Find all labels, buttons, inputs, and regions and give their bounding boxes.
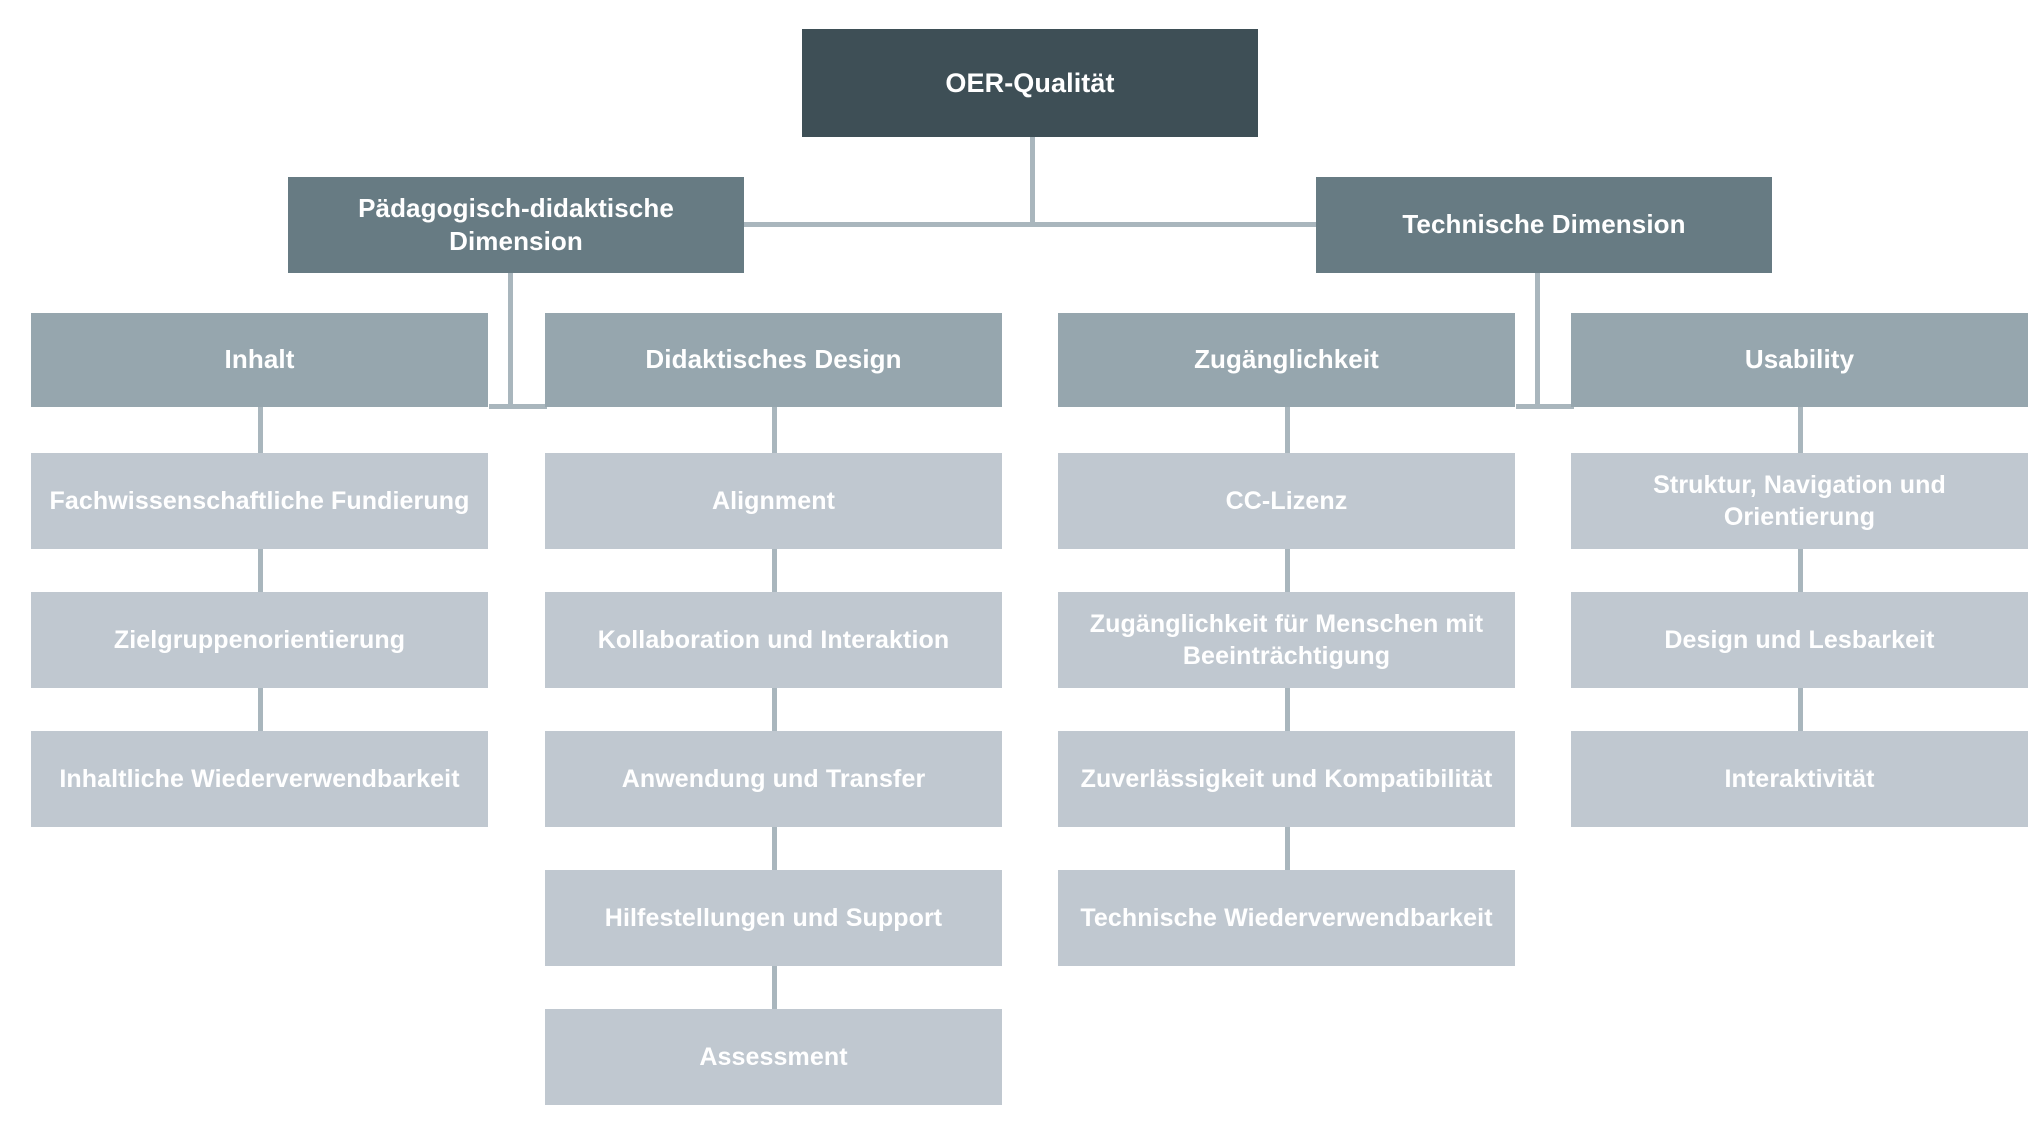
node-leaf-design-und-lesbarkeit[interactable]: Design und Lesbarkeit [1571, 592, 2028, 688]
node-root-oer-qualitaet[interactable]: OER-Qualität [802, 29, 1258, 137]
node-leaf-anwendung-und-transfer[interactable]: Anwendung und Transfer [545, 731, 1002, 827]
node-leaf-zugaenglichkeit-fuer-menschen-mit-beeintraechtigung[interactable]: Zugänglichkeit für Menschen mit Beeinträ… [1058, 592, 1515, 688]
node-leaf-cc-lizenz[interactable]: CC-Lizenz [1058, 453, 1515, 549]
node-category-inhalt[interactable]: Inhalt [31, 313, 488, 407]
node-leaf-technische-wiederverwendbarkeit[interactable]: Technische Wiederverwendbarkeit [1058, 870, 1515, 966]
node-category-usability[interactable]: Usability [1571, 313, 2028, 407]
connector-technical-category-bar [1516, 404, 1574, 409]
node-leaf-hilfestellungen-und-support[interactable]: Hilfestellungen und Support [545, 870, 1002, 966]
node-leaf-assessment[interactable]: Assessment [545, 1009, 1002, 1105]
node-leaf-zielgruppenorientierung[interactable]: Zielgruppenorientierung [31, 592, 488, 688]
connector-pedagogical-vertical [508, 272, 513, 407]
node-leaf-kollaboration-und-interaktion[interactable]: Kollaboration und Interaktion [545, 592, 1002, 688]
connector-root-vertical [1030, 136, 1035, 224]
node-leaf-fachwissenschaftliche-fundierung[interactable]: Fachwissenschaftliche Fundierung [31, 453, 488, 549]
node-category-zugaenglichkeit[interactable]: Zugänglichkeit [1058, 313, 1515, 407]
node-leaf-zuverlaessigkeit-und-kompatibilitaet[interactable]: Zuverlässigkeit und Kompatibilität [1058, 731, 1515, 827]
node-dimension-technische[interactable]: Technische Dimension [1316, 177, 1772, 273]
node-leaf-inhaltliche-wiederverwendbarkeit[interactable]: Inhaltliche Wiederverwendbarkeit [31, 731, 488, 827]
node-category-didaktisches-design[interactable]: Didaktisches Design [545, 313, 1002, 407]
node-leaf-alignment[interactable]: Alignment [545, 453, 1002, 549]
node-dimension-paedagogisch-didaktische[interactable]: Pädagogisch-didaktische Dimension [288, 177, 744, 273]
connector-technical-vertical [1535, 272, 1540, 407]
connector-pedagogical-category-bar [489, 404, 547, 409]
connector-dimension-horizontal [744, 222, 1316, 227]
node-leaf-struktur-navigation-und-orientierung[interactable]: Struktur, Navigation und Orientierung [1571, 453, 2028, 549]
node-leaf-interaktivitaet[interactable]: Interaktivität [1571, 731, 2028, 827]
